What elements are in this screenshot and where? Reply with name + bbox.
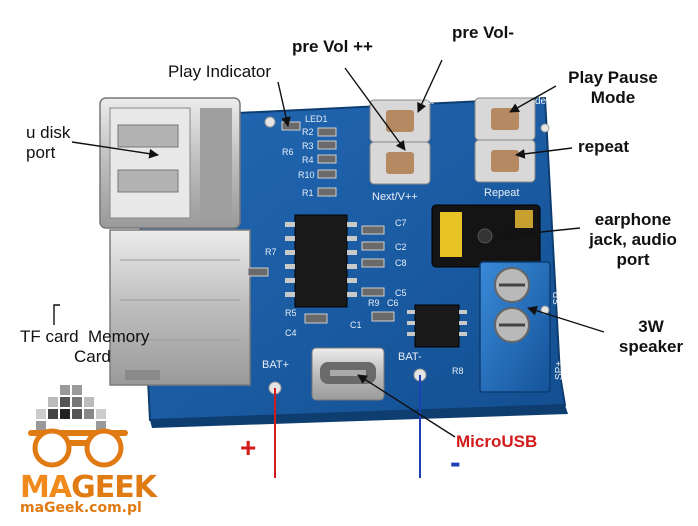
arrow-u-disk	[71, 141, 159, 159]
brand-geek: GEEK	[71, 470, 157, 505]
audio-jack	[431, 204, 541, 268]
silk-r1: R1	[302, 188, 314, 198]
silk-mode: de	[535, 96, 547, 107]
decoder-chip	[285, 214, 357, 308]
arrow-pre-vol-down	[417, 59, 443, 113]
label-pre-vol-down: pre Vol-	[452, 23, 515, 42]
silk-c5: C5	[395, 288, 407, 298]
label-speaker-line2: speaker	[618, 337, 684, 356]
silk-c2: C2	[395, 242, 407, 252]
label-speaker-line1: 3W	[638, 317, 664, 336]
silk-next-vol: Next/V++	[372, 191, 418, 203]
arrow-earphone	[501, 227, 581, 240]
magik-glasses-logo-icon	[28, 385, 128, 468]
button-play-pause	[474, 97, 536, 141]
silk-vol-minus: /V--	[420, 98, 434, 108]
label-play-pause: Play Pause Mode	[556, 68, 670, 108]
label-earphone-line2: jack, audio	[589, 230, 677, 249]
label-tf-card-line2: Card	[74, 347, 111, 366]
usb-port	[99, 97, 241, 229]
label-speaker: 3W speaker	[604, 317, 698, 357]
silk-sp-minus: SP-	[552, 288, 563, 305]
silk-r9: R9	[368, 298, 380, 308]
brand-ma: MA	[20, 470, 72, 505]
silk-r5: R5	[285, 308, 297, 318]
silk-r2: R2	[302, 127, 314, 137]
label-tf-card: TF card Memory Card	[20, 327, 149, 367]
silk-c4: C4	[285, 328, 297, 338]
arrow-play-indicator	[277, 81, 291, 127]
silk-sp-plus: SP+	[554, 361, 565, 380]
annotation-arrows	[71, 59, 605, 438]
silk-c6: C6	[387, 298, 399, 308]
label-pre-vol-up: pre Vol ++	[292, 37, 373, 56]
silkscreen-labels: LED1 R2 R3 R4 R10 R1 R6 R7 R5 C4 C1 C7 C…	[262, 96, 565, 380]
battery-wires	[274, 375, 421, 478]
silk-r4: R4	[302, 155, 314, 165]
label-earphone: earphone jack, audio port	[578, 210, 688, 270]
silk-r6: R6	[282, 147, 294, 157]
silk-c7: C7	[395, 218, 407, 228]
silk-r7: R7	[265, 247, 277, 257]
arrow-microusb	[357, 374, 456, 438]
silk-r10: R10	[298, 170, 315, 180]
label-play-pause-line2: Mode	[590, 88, 636, 107]
silk-repeat: Repeat	[484, 187, 519, 199]
label-tf-card-line1: TF card Memory	[20, 327, 150, 346]
label-plus: +	[240, 432, 257, 463]
tf-card-pointer	[53, 304, 60, 325]
brand-url: maGeek.com.pl	[20, 500, 142, 516]
micro-usb-connector	[311, 347, 385, 401]
amplifier-chip	[407, 304, 467, 348]
tf-card-slot	[109, 229, 251, 386]
silk-bat-minus: BAT-	[398, 351, 422, 363]
silk-r8: R8	[452, 366, 464, 376]
arrow-play-pause	[509, 85, 557, 113]
silk-bat-plus: BAT+	[262, 359, 289, 371]
label-u-disk-line1: u disk	[26, 123, 71, 142]
label-u-disk: u disk port	[26, 123, 70, 163]
label-u-disk-line2: port	[26, 143, 56, 162]
silk-c1: C1	[350, 320, 362, 330]
arrow-pre-vol-up	[344, 67, 406, 151]
label-play-indicator: Play Indicator	[168, 62, 271, 81]
brand-name: MAGEEK	[20, 470, 157, 505]
silk-r3: R3	[302, 141, 314, 151]
label-play-pause-line1: Play Pause	[568, 68, 658, 87]
screw-terminal	[479, 261, 551, 393]
silk-c8: C8	[395, 258, 407, 268]
button-repeat	[474, 139, 536, 183]
button-next-vol	[369, 99, 431, 143]
label-microusb: MicroUSB	[456, 432, 538, 451]
label-earphone-line3: port	[616, 250, 650, 269]
arrow-repeat	[515, 147, 573, 159]
arrow-speaker	[527, 305, 605, 333]
button-vol-down	[369, 141, 431, 185]
label-earphone-line1: earphone	[594, 210, 672, 229]
label-repeat: repeat	[578, 137, 630, 156]
silk-led1: LED1	[305, 114, 328, 124]
label-minus: -	[450, 444, 461, 480]
